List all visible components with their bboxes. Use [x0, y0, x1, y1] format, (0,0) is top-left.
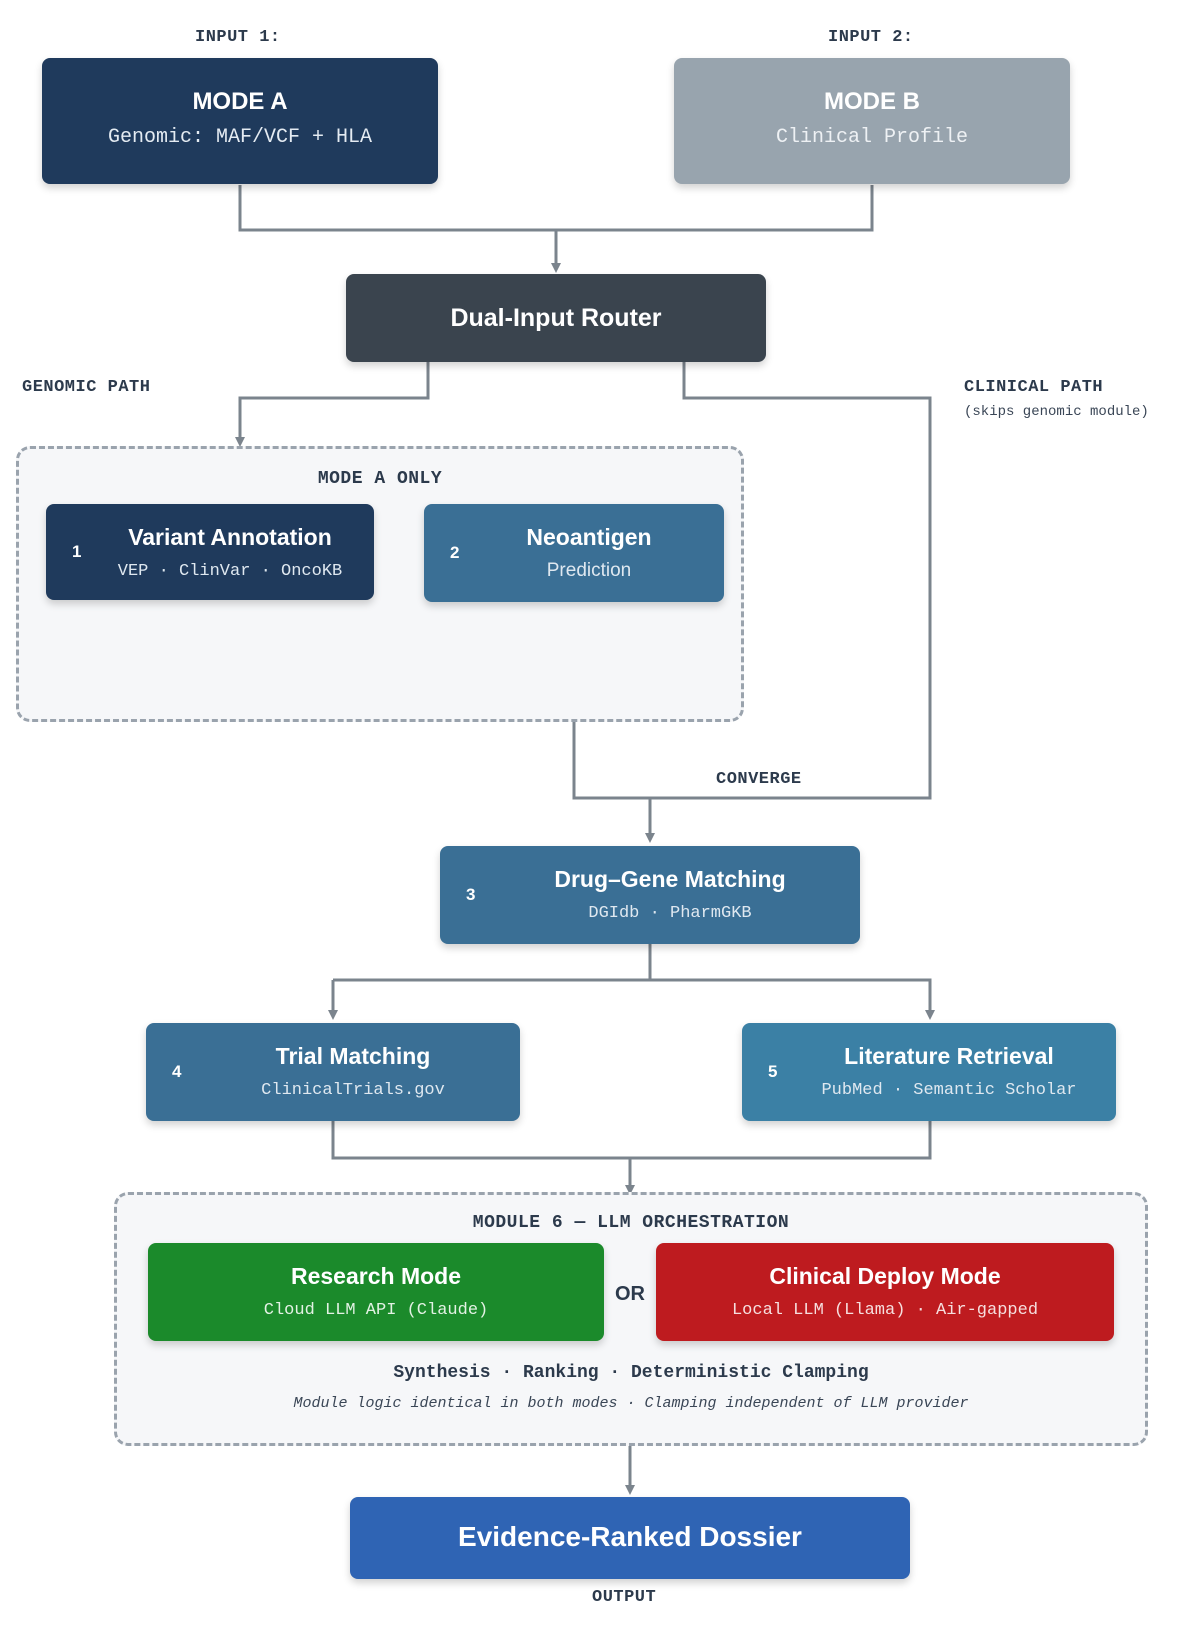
module-6-title: MODULE 6 — LLM ORCHESTRATION — [472, 1213, 790, 1233]
module-2-title: Neoantigen — [526, 524, 652, 550]
mode-a-only-title: MODE A ONLY — [317, 469, 443, 489]
mode-a-box: MODE A Genomic: MAF/VCF + HLA — [42, 58, 438, 184]
mode-b-title: MODE B — [824, 88, 920, 115]
module-3-title: Drug–Gene Matching — [554, 866, 786, 892]
dual-input-router: Dual-Input Router — [346, 274, 766, 362]
evidence-ranked-dossier: Evidence-Ranked Dossier — [350, 1497, 910, 1579]
module-3-subtitle: DGIdb · PharmGKB — [588, 904, 752, 923]
module-1-subtitle: VEP · ClinVar · OncoKB — [117, 562, 343, 581]
or-label: OR — [615, 1283, 645, 1305]
arrow-genomic-path — [235, 362, 430, 447]
arrow-to-module4 — [333, 978, 650, 1015]
arrow-to-module5 — [650, 978, 935, 1020]
module-3-number: 3 — [466, 885, 476, 904]
module-5-title: Literature Retrieval — [844, 1043, 1054, 1069]
module-1-number: 1 — [72, 542, 82, 561]
module-2-neoantigen: 2 Neoantigen Prediction — [424, 504, 724, 602]
output-title: Evidence-Ranked Dossier — [458, 1521, 802, 1552]
module-2-subtitle: Prediction — [546, 560, 632, 581]
research-mode-title: Research Mode — [290, 1263, 461, 1289]
mode-b-subtitle: Clinical Profile — [775, 126, 969, 149]
module-4-number: 4 — [172, 1062, 182, 1081]
input2-label: INPUT 2: — [828, 28, 914, 47]
router-title: Dual-Input Router — [450, 304, 662, 332]
module-3-drug-gene-matching: 3 Drug–Gene Matching DGIdb · PharmGKB — [440, 846, 860, 944]
clinical-path-note: (skips genomic module) — [964, 404, 1149, 420]
module-4-subtitle: ClinicalTrials.gov — [261, 1081, 445, 1100]
module-5-number: 5 — [768, 1062, 778, 1081]
connector-module4-down — [331, 1121, 630, 1160]
output-label: OUTPUT — [592, 1588, 657, 1607]
connector-module5-down — [630, 1121, 932, 1160]
module-1-variant-annotation: 1 Variant Annotation VEP · ClinVar · Onc… — [46, 504, 374, 600]
clinical-path-label: CLINICAL PATH — [964, 378, 1104, 397]
mode-a-subtitle: Genomic: MAF/VCF + HLA — [107, 126, 373, 149]
module-2-number: 2 — [450, 543, 460, 562]
module-5-subtitle: PubMed · Semantic Scholar — [821, 1081, 1077, 1100]
connector-mode-b-to-router — [556, 185, 874, 232]
clinical-deploy-mode-box: Clinical Deploy Mode Local LLM (Llama) ·… — [656, 1243, 1114, 1341]
converge-label: CONVERGE — [716, 770, 802, 789]
connector-mode-a-to-router — [238, 185, 556, 232]
module-1-title: Variant Annotation — [128, 524, 332, 550]
mode-b-box: MODE B Clinical Profile — [674, 58, 1070, 184]
mode-a-title: MODE A — [192, 88, 288, 115]
module-4-trial-matching: 4 Trial Matching ClinicalTrials.gov — [146, 1023, 520, 1121]
connector-clinical-path — [650, 362, 932, 800]
clinical-deploy-mode-title: Clinical Deploy Mode — [769, 1263, 1001, 1289]
clinical-deploy-mode-subtitle: Local LLM (Llama) · Air-gapped — [731, 1301, 1039, 1320]
research-mode-subtitle: Cloud LLM API (Claude) — [263, 1301, 489, 1320]
genomic-path-label: GENOMIC PATH — [22, 378, 151, 397]
module-6-note: Module logic identical in both modes · C… — [293, 1395, 969, 1412]
module-5-literature-retrieval: 5 Literature Retrieval PubMed · Semantic… — [742, 1023, 1116, 1121]
input1-label: INPUT 1: — [195, 28, 281, 47]
module-4-title: Trial Matching — [275, 1043, 431, 1069]
research-mode-box: Research Mode Cloud LLM API (Claude) — [148, 1243, 604, 1341]
module-6-functions: Synthesis · Ranking · Deterministic Clam… — [393, 1363, 869, 1383]
